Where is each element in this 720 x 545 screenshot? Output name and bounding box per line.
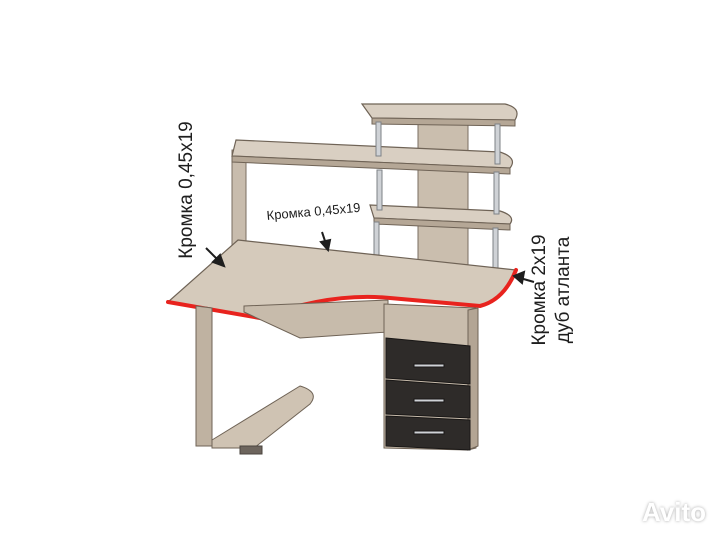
- avito-logo-icon: [609, 502, 635, 525]
- footrest: [211, 385, 314, 449]
- edge-label-front: Кромка 2х19: [529, 234, 550, 346]
- left-side-panel: [195, 305, 213, 447]
- drawer-fronts: [385, 337, 471, 451]
- avito-watermark: Avito: [608, 497, 706, 528]
- watermark-text: Avito: [641, 497, 706, 527]
- pointer-arrows: [205, 231, 535, 285]
- steel-supports: [373, 121, 501, 273]
- edge-label-front-material: дуб атланта: [553, 236, 574, 344]
- keyboard-tray: [243, 299, 389, 339]
- rear-panel: [417, 111, 469, 273]
- edge-label-left: Кромка 0,45х19: [176, 121, 197, 259]
- shelf-top: [360, 103, 518, 121]
